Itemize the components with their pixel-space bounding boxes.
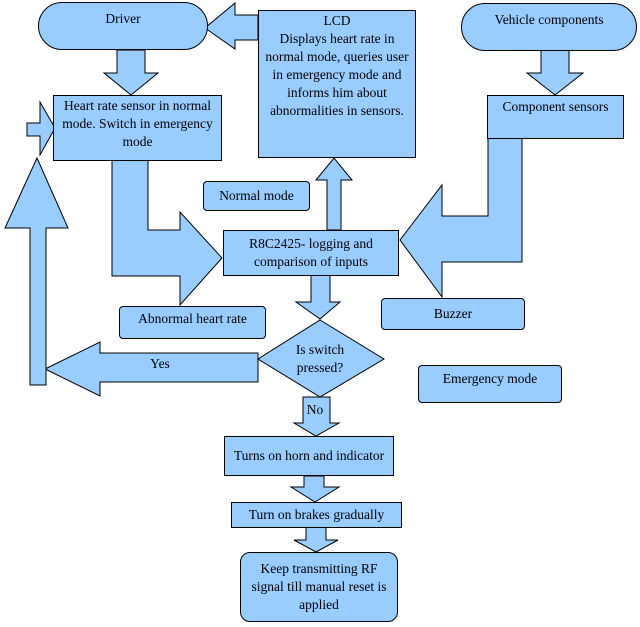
buzzer-node: Buzzer — [381, 298, 525, 330]
horn-indicator-label: Turns on horn and indicator — [233, 448, 385, 463]
arrow-component-sensors-to-r8c — [399, 137, 523, 299]
decision-diamond — [257, 319, 385, 398]
rf-signal-node: Keep transmitting RF signal till manual … — [240, 552, 398, 622]
horn-indicator-node: Turns on horn and indicator — [224, 436, 394, 476]
lcd-description: Displays heart rate in normal mode, quer… — [265, 31, 409, 118]
emergency-mode-node: Emergency mode — [418, 365, 562, 403]
arrow-r8c-to-lcd — [314, 157, 354, 231]
emergency-mode-label: Emergency mode — [442, 371, 538, 386]
heart-rate-sensor-node: Heart rate sensor in normal mode. Switch… — [53, 95, 222, 161]
brakes-node: Turn on brakes gradually — [231, 502, 402, 528]
no-label: No — [306, 402, 324, 417]
abnormal-heart-rate-node: Abnormal heart rate — [119, 306, 266, 339]
lcd-node: LCD Displays heart rate in normal mode, … — [258, 10, 416, 158]
arrow-loop-up — [4, 156, 69, 386]
lcd-title: LCD — [323, 13, 351, 28]
arrow-r8c-to-decision — [294, 274, 342, 320]
heart-rate-sensor-label: Heart rate sensor in normal mode. Switch… — [62, 98, 213, 149]
arrow-decision-to-horn — [292, 396, 341, 437]
arrow-lcd-to-driver — [204, 1, 259, 50]
rf-signal-label: Keep transmitting RF signal till manual … — [251, 561, 387, 612]
buzzer-label: Buzzer — [433, 306, 473, 321]
arrow-yes-loop — [43, 341, 259, 397]
arrow-vehicle-to-component-sensors — [525, 49, 585, 96]
arrow-sensor-to-r8c — [111, 159, 223, 307]
decision-label: Is switch pressed? — [295, 342, 345, 375]
component-sensors-node: Component sensors — [487, 95, 624, 139]
arrow-loop-into-sensor — [26, 100, 56, 157]
driver-label: Driver — [105, 11, 141, 26]
normal-mode-node: Normal mode — [203, 181, 310, 211]
abnormal-heart-rate-label: Abnormal heart rate — [138, 311, 247, 326]
driver-node: Driver — [38, 2, 208, 50]
vehicle-components-label: Vehicle components — [494, 12, 604, 27]
r8c-label: R8C2425- logging and comparison of input… — [249, 236, 373, 269]
brakes-label: Turn on brakes gradually — [248, 507, 385, 522]
arrow-horn-to-brakes — [289, 475, 341, 503]
vehicle-components-node: Vehicle components — [461, 3, 637, 51]
arrow-brakes-to-rf — [293, 526, 339, 553]
r8c-node: R8C2425- logging and comparison of input… — [223, 230, 399, 276]
arrow-driver-to-sensor — [102, 49, 160, 96]
component-sensors-label: Component sensors — [502, 99, 609, 114]
normal-mode-label: Normal mode — [219, 188, 294, 203]
yes-label: Yes — [150, 356, 170, 371]
